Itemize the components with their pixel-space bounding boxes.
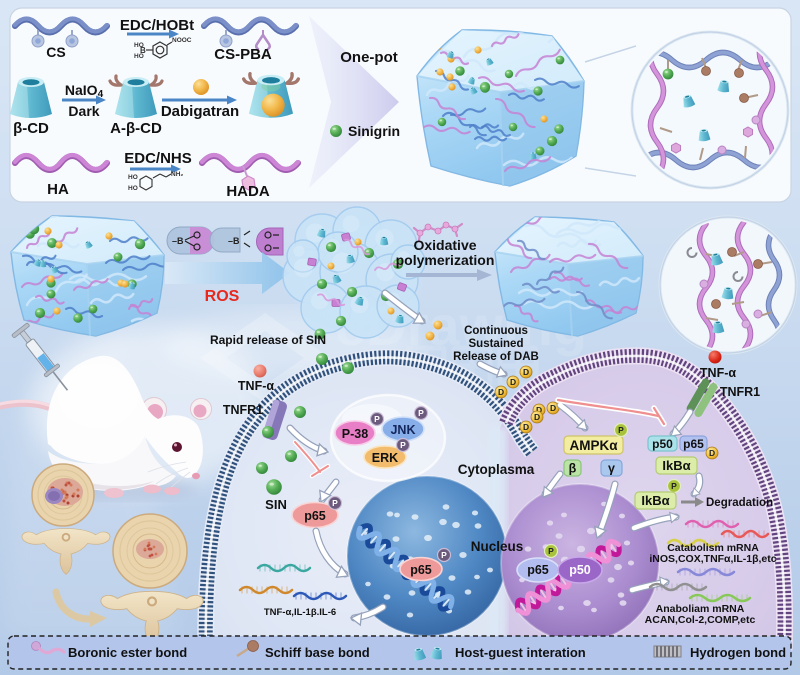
svg-text:ACAN,Col-2,COMP,etc: ACAN,Col-2,COMP,etc bbox=[645, 614, 756, 626]
svg-text:p65: p65 bbox=[527, 563, 549, 577]
svg-text:HA: HA bbox=[47, 181, 69, 198]
svg-text:β-CD: β-CD bbox=[13, 120, 49, 137]
svg-text:p65: p65 bbox=[304, 509, 326, 523]
svg-text:IkBα: IkBα bbox=[641, 493, 669, 508]
svg-text:p65: p65 bbox=[410, 563, 432, 577]
svg-text:Cytoplasma: Cytoplasma bbox=[458, 462, 535, 477]
svg-text:IkBα: IkBα bbox=[662, 458, 690, 473]
svg-text:Nucleus: Nucleus bbox=[471, 539, 524, 554]
svg-text:Host-guest interation: Host-guest interation bbox=[455, 645, 586, 660]
svg-text:–B: –B bbox=[228, 236, 240, 246]
svg-text:NaIO4: NaIO4 bbox=[65, 82, 104, 100]
svg-text:Dark: Dark bbox=[68, 103, 99, 119]
svg-text:iNOS,COX,TNFα,IL-1β,etc: iNOS,COX,TNFα,IL-1β,etc bbox=[649, 553, 776, 565]
svg-text:TNF-α: TNF-α bbox=[238, 379, 274, 393]
svg-text:EDC/HOBt: EDC/HOBt bbox=[120, 17, 194, 34]
svg-text:Catabolism mRNA: Catabolism mRNA bbox=[667, 542, 759, 554]
svg-text:Sinigrin: Sinigrin bbox=[348, 123, 400, 139]
svg-text:TNF-α,IL-1β.IL-6: TNF-α,IL-1β.IL-6 bbox=[264, 607, 336, 618]
svg-text:CS-PBA: CS-PBA bbox=[214, 46, 272, 63]
svg-text:ROS: ROS bbox=[205, 288, 240, 305]
svg-text:HO: HO bbox=[134, 53, 144, 60]
svg-text:HO: HO bbox=[128, 185, 138, 192]
svg-text:Rapid release of SIN: Rapid release of SIN bbox=[210, 333, 326, 347]
svg-text:TNF-α: TNF-α bbox=[700, 366, 736, 380]
svg-text:P-38: P-38 bbox=[342, 427, 368, 441]
svg-text:Dabigatran: Dabigatran bbox=[161, 103, 239, 120]
svg-text:Continuous: Continuous bbox=[464, 325, 528, 337]
svg-text:B: B bbox=[140, 46, 146, 55]
svg-text:AMPKα: AMPKα bbox=[569, 438, 618, 453]
svg-text:JNK: JNK bbox=[390, 423, 415, 437]
svg-text:Degradation: Degradation bbox=[706, 497, 773, 509]
svg-text:Schiff base bond: Schiff base bond bbox=[265, 645, 370, 660]
svg-text:polymerization: polymerization bbox=[396, 252, 495, 268]
svg-text:Anaboliam mRNA: Anaboliam mRNA bbox=[656, 603, 745, 615]
svg-text:Boronic ester bond: Boronic ester bond bbox=[68, 645, 187, 660]
svg-text:p50: p50 bbox=[569, 563, 591, 577]
svg-text:TNFR1: TNFR1 bbox=[720, 385, 760, 399]
svg-text:TNFR1: TNFR1 bbox=[223, 403, 263, 417]
svg-text:NH₂: NH₂ bbox=[171, 171, 183, 178]
svg-text:γ: γ bbox=[608, 462, 615, 476]
svg-text:NOOC: NOOC bbox=[172, 37, 192, 44]
svg-text:Sustained: Sustained bbox=[469, 338, 524, 350]
svg-text:–B: –B bbox=[172, 236, 184, 246]
svg-text:Hydrogen bond: Hydrogen bond bbox=[690, 645, 786, 660]
svg-text:A-β-CD: A-β-CD bbox=[110, 120, 162, 137]
svg-text:HADA: HADA bbox=[226, 183, 269, 200]
svg-text:HO: HO bbox=[134, 42, 144, 49]
svg-text:ERK: ERK bbox=[372, 451, 398, 465]
svg-text:β: β bbox=[569, 462, 577, 476]
svg-text:EDC/NHS: EDC/NHS bbox=[124, 150, 192, 167]
svg-text:Release of DAB: Release of DAB bbox=[453, 351, 539, 363]
svg-text:Oxidative: Oxidative bbox=[413, 237, 476, 253]
svg-text:HO: HO bbox=[128, 174, 138, 181]
svg-text:p50: p50 bbox=[652, 437, 673, 451]
svg-text:SIN: SIN bbox=[265, 497, 287, 512]
svg-text:CS: CS bbox=[46, 44, 65, 60]
svg-text:One-pot: One-pot bbox=[340, 49, 398, 66]
svg-text:p65: p65 bbox=[683, 437, 704, 451]
